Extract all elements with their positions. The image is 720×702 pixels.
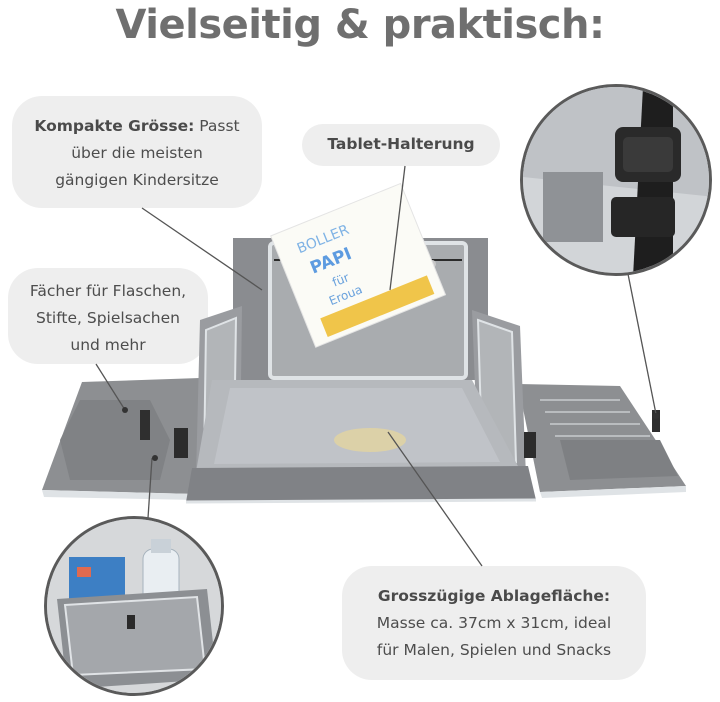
child-drawing: BOLLER PAPI für Eroua [270,182,447,348]
left-mesh-pocket [60,400,170,480]
callout-compact-text2: über die meisten [71,144,203,162]
drawing-text3: für [330,270,351,289]
front-right-buckle-icon [524,432,536,458]
detail-circle-bottle-pocket [44,516,224,696]
callout-tablet-title: Tablet-Halterung [327,135,475,153]
callout-compact-size: Kompakte Grösse: Passt über die meisten … [12,96,262,208]
callout-compartments: Fächer für Flaschen, Stifte, Spielsachen… [8,268,208,364]
detail-circle-buckle [520,84,712,276]
callout-compact-text1: Passt [194,117,240,135]
callout-compartments-line2: Stifte, Spielsachen [36,309,180,327]
callout-compartments-line1: Fächer für Flaschen, [29,282,187,300]
leader-lines [95,165,657,567]
page-headline: Vielseitig & praktisch: [115,2,605,48]
callout-surface: Grosszügige Ablagefläche: Masse ca. 37cm… [342,566,646,680]
left-buckle-icon [140,410,150,440]
callout-surface-line2: für Malen, Spielen und Snacks [376,641,612,659]
callout-compartments-line3: und mehr [70,336,146,354]
tray-front-wall [186,466,536,502]
callout-tablet-holder: Tablet-Halterung [302,124,500,166]
right-clip-icon [652,410,660,432]
right-pen-pockets [540,399,650,437]
callout-surface-title: Grosszügige Ablagefläche: [377,587,611,605]
callout-surface-line1: Masse ca. 37cm x 31cm, ideal [376,614,612,632]
front-left-buckle-icon [174,428,188,458]
callout-compact-title: Kompakte Grösse: [34,117,195,135]
callout-compact-text3: gängigen Kindersitze [55,171,219,189]
